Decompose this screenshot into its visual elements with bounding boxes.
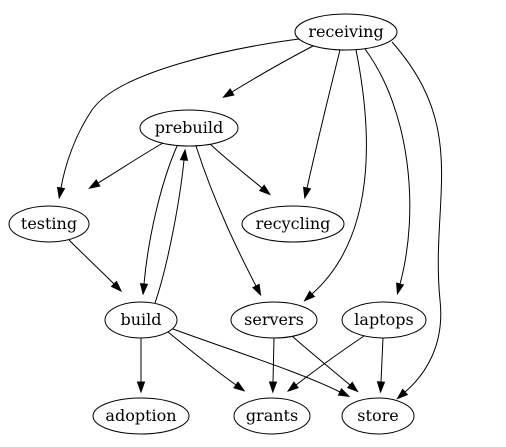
node-adoption-label: adoption — [105, 406, 176, 425]
arrowhead — [376, 381, 386, 394]
node-build-shape — [104, 301, 178, 339]
edge-line — [306, 49, 341, 189]
node-testing[interactable]: testing — [8, 205, 90, 243]
edge-prebuild-to-servers — [195, 145, 262, 297]
edge-testing-to-build — [68, 239, 123, 293]
edge-prebuild-to-recycling — [209, 143, 271, 196]
arrowhead — [110, 280, 123, 293]
arrowhead — [139, 283, 149, 296]
node-recycling-label: recycling — [256, 214, 331, 233]
arrowhead — [337, 388, 351, 398]
edges-layer — [56, 38, 443, 400]
node-store-label: store — [357, 406, 398, 425]
arrowhead — [56, 186, 66, 200]
edge-line — [97, 142, 164, 184]
arrowhead — [222, 88, 235, 99]
edge-line — [154, 159, 185, 304]
node-grants[interactable]: grants — [233, 397, 311, 435]
arrowhead — [303, 290, 316, 302]
arrowhead — [268, 381, 278, 394]
edge-line — [364, 48, 411, 285]
arrowhead — [346, 381, 359, 393]
edge-build-to-adoption — [136, 338, 146, 394]
node-laptops-label: laptops — [354, 310, 413, 329]
edge-laptops-to-store — [376, 337, 386, 394]
edge-line — [380, 337, 384, 383]
node-store-shape — [341, 397, 415, 435]
edge-line — [143, 145, 178, 285]
edge-servers-to-grants — [268, 337, 278, 394]
node-laptops-shape — [341, 301, 427, 339]
arrowhead — [396, 282, 405, 296]
edge-line — [167, 331, 237, 386]
node-testing-shape — [8, 205, 90, 243]
node-prebuild-shape — [139, 109, 239, 147]
node-servers[interactable]: servers — [230, 301, 318, 339]
edge-line — [391, 41, 443, 393]
edge-line — [272, 337, 275, 383]
edge-prebuild-to-testing — [88, 142, 164, 189]
edge-line — [311, 49, 367, 295]
arrowhead — [286, 381, 299, 393]
node-build[interactable]: build — [104, 301, 178, 339]
edge-build-to-prebuild — [154, 148, 189, 304]
arrowhead — [136, 381, 146, 394]
edge-receiving-to-testing — [56, 38, 300, 200]
node-prebuild[interactable]: prebuild — [139, 109, 239, 147]
edge-line — [60, 38, 300, 189]
arrowhead — [303, 186, 312, 200]
arrowhead — [233, 381, 246, 392]
arrowhead — [258, 184, 271, 196]
node-servers-label: servers — [244, 310, 304, 329]
edge-line — [195, 145, 257, 287]
edge-line — [209, 143, 263, 189]
edge-receiving-to-servers — [303, 49, 367, 302]
node-recycling-shape — [241, 205, 345, 243]
edge-line — [172, 328, 341, 393]
node-adoption-shape — [92, 397, 190, 435]
edge-line — [295, 335, 365, 386]
node-testing-label: testing — [21, 214, 77, 233]
arrowhead — [88, 179, 101, 189]
arrowhead — [252, 283, 262, 297]
edge-build-to-store — [172, 328, 351, 398]
node-grants-label: grants — [246, 406, 298, 425]
edge-line — [231, 45, 314, 93]
node-build-label: build — [120, 310, 161, 329]
node-servers-shape — [230, 301, 318, 339]
arrowhead — [179, 148, 189, 161]
edge-receiving-to-prebuild — [222, 45, 314, 99]
node-receiving-label: receiving — [308, 22, 383, 41]
node-adoption[interactable]: adoption — [92, 397, 190, 435]
edge-receiving-to-store — [391, 41, 443, 400]
node-receiving[interactable]: receiving — [294, 13, 398, 51]
edge-receiving-to-recycling — [303, 49, 341, 200]
edge-laptops-to-grants — [286, 335, 365, 393]
node-receiving-shape — [294, 13, 398, 51]
edge-servers-to-store — [291, 335, 359, 393]
nodes-layer: receiving prebuild testing recycling bui… — [8, 13, 427, 435]
edge-line — [68, 239, 115, 285]
edge-receiving-to-laptops — [364, 48, 411, 296]
arrowhead — [396, 388, 409, 400]
edge-build-to-grants — [167, 331, 246, 392]
edge-line — [291, 335, 351, 386]
edge-prebuild-to-build — [139, 145, 178, 296]
node-store[interactable]: store — [341, 397, 415, 435]
node-laptops[interactable]: laptops — [341, 301, 427, 339]
node-recycling[interactable]: recycling — [241, 205, 345, 243]
node-grants-shape — [233, 397, 311, 435]
node-prebuild-label: prebuild — [155, 118, 223, 137]
